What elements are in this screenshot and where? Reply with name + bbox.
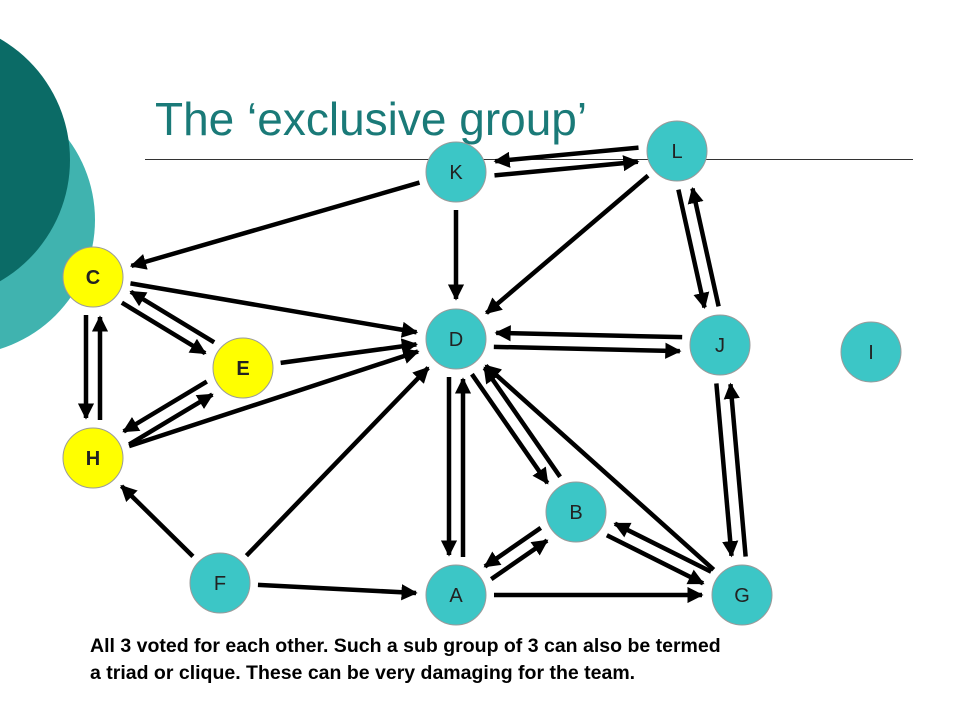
node-circle-f (189, 552, 251, 614)
edge-b-to-a (483, 526, 543, 569)
caption-line-2: a triad or clique. These can be very dam… (90, 662, 636, 684)
node-l: L (646, 120, 708, 182)
edge-b-to-d (482, 366, 562, 479)
edge-b-to-g (605, 533, 705, 586)
node-circle-a (425, 564, 487, 626)
node-i: I (840, 321, 902, 383)
dark-teal-circle (0, 38, 70, 282)
edge-f-to-a (257, 582, 418, 601)
edge-h-to-d (128, 348, 420, 449)
node-circle-h (62, 427, 124, 489)
node-k: K (425, 141, 487, 203)
edge-g-to-b (613, 521, 713, 574)
edge-d-to-j (493, 342, 682, 359)
edge-j-to-d (494, 325, 683, 342)
node-label-k: K (449, 162, 463, 184)
edge-f-to-d (244, 366, 430, 558)
node-circle-k (425, 141, 487, 203)
node-circle-l (646, 120, 708, 182)
edge-l-to-d (485, 173, 650, 315)
node-j: J (689, 314, 751, 376)
edge-g-to-j (723, 382, 748, 557)
node-label-e: E (236, 358, 249, 380)
edge-f-to-h (119, 484, 195, 558)
node-circle-j (689, 314, 751, 376)
node-circle-e (212, 337, 274, 399)
node-label-a: A (449, 585, 463, 607)
node-h: H (62, 427, 124, 489)
edge-k-to-l (494, 155, 640, 178)
node-label-f: F (214, 573, 226, 595)
nodes-layer: K L C D E J I H B F A G (62, 120, 902, 626)
edge-e-to-c (129, 289, 216, 345)
node-circle-c (62, 246, 124, 308)
node-d: D (425, 308, 487, 370)
caption: All 3 voted for each other. Such a sub g… (90, 633, 910, 687)
node-circle-i (840, 321, 902, 383)
node-label-j: J (715, 335, 725, 357)
node-label-d: D (449, 329, 463, 351)
edge-c-to-e (120, 300, 207, 356)
edge-l-to-k (493, 145, 639, 168)
edge-l-to-j (676, 189, 710, 310)
node-label-i: I (868, 342, 874, 364)
edge-a-to-b (489, 538, 549, 581)
slide-title: The ‘exclusive group’ (155, 93, 588, 145)
node-circle-b (545, 481, 607, 543)
node-circle-g (711, 564, 773, 626)
node-b: B (545, 481, 607, 543)
node-e: E (212, 337, 274, 399)
edge-c-to-d (130, 281, 419, 338)
edge-e-to-h (122, 379, 208, 434)
node-label-c: C (86, 267, 100, 289)
node-label-b: B (569, 502, 582, 524)
edges-layer (77, 145, 748, 604)
edge-h-to-e (128, 392, 214, 447)
edge-d-to-b (470, 372, 550, 485)
node-label-l: L (671, 141, 682, 163)
edge-j-to-l (687, 186, 721, 307)
caption-line-1: All 3 voted for each other. Such a sub g… (90, 635, 721, 657)
node-circle-d (425, 308, 487, 370)
edge-g-to-d (484, 364, 716, 572)
edge-j-to-g (714, 383, 739, 558)
node-g: G (711, 564, 773, 626)
node-a: A (425, 564, 487, 626)
edge-e-to-d (280, 338, 418, 366)
node-label-h: H (86, 448, 100, 470)
node-c: C (62, 246, 124, 308)
node-f: F (189, 552, 251, 614)
node-label-g: G (734, 585, 750, 607)
edge-k-to-c (129, 180, 421, 270)
